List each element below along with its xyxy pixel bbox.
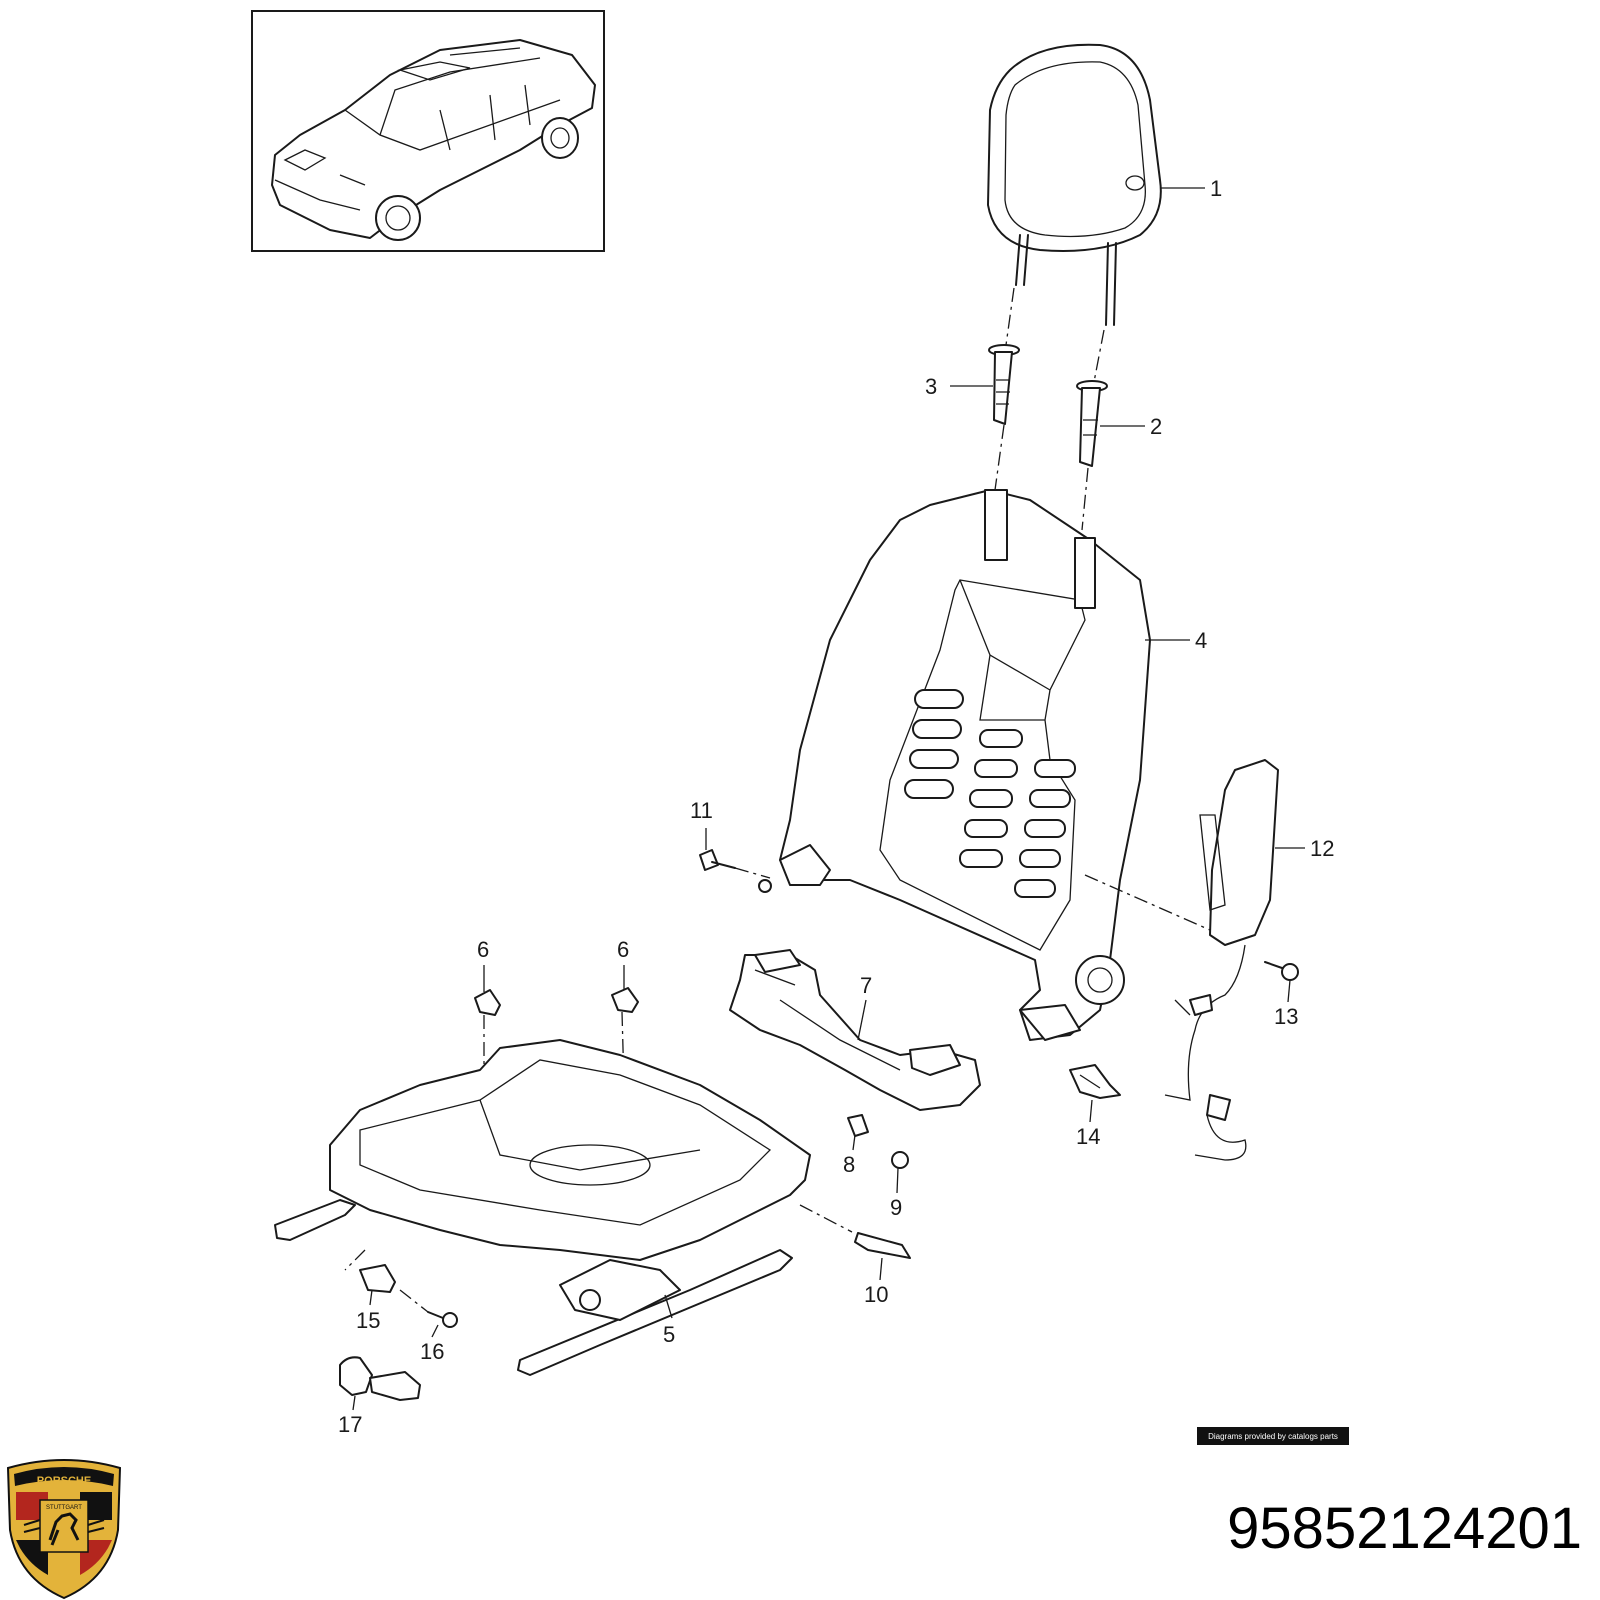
callout-9: 9 bbox=[890, 1195, 902, 1220]
bolt-11 bbox=[699, 849, 771, 879]
callout-4: 4 bbox=[1195, 628, 1207, 653]
callout-12: 12 bbox=[1310, 836, 1334, 861]
headrest-part bbox=[987, 43, 1162, 326]
callout-13: 13 bbox=[1274, 1004, 1298, 1029]
callout-11: 11 bbox=[690, 798, 713, 823]
callout-6-right: 6 bbox=[617, 937, 629, 962]
side-airbag-part bbox=[1084, 759, 1279, 1161]
porsche-crest-icon: PORSCHE STUTTGART bbox=[6, 1459, 122, 1600]
callout-6-left: 6 bbox=[477, 937, 489, 962]
callout-17: 17 bbox=[338, 1412, 362, 1437]
callout-1: 1 bbox=[1210, 176, 1222, 201]
callout-14: 14 bbox=[1076, 1124, 1100, 1149]
clip-15 bbox=[359, 1264, 396, 1293]
credit-text: Diagrams provided by catalogs parts bbox=[1208, 1432, 1338, 1441]
callout-5: 5 bbox=[663, 1322, 675, 1347]
bracket-8 bbox=[847, 1114, 869, 1137]
leader-lines bbox=[352, 187, 1305, 1411]
seat-frame-part bbox=[274, 1039, 811, 1376]
callout-labels: 1 2 3 4 5 6 6 7 8 9 10 11 12 13 14 15 16… bbox=[338, 176, 1334, 1437]
nut-9 bbox=[891, 1151, 909, 1169]
backrest-frame-part bbox=[758, 489, 1151, 1041]
callout-7: 7 bbox=[860, 973, 872, 998]
spring-slots bbox=[904, 689, 1076, 898]
guide-sleeve-part bbox=[988, 287, 1108, 531]
cover-14 bbox=[1069, 1064, 1121, 1099]
callout-15: 15 bbox=[356, 1308, 380, 1333]
screw-13 bbox=[1264, 961, 1299, 981]
crest-brand-text: PORSCHE bbox=[37, 1475, 91, 1487]
callout-2: 2 bbox=[1150, 414, 1162, 439]
callout-10: 10 bbox=[864, 1282, 888, 1307]
module-10 bbox=[799, 1204, 911, 1259]
connector-17 bbox=[339, 1356, 421, 1401]
callout-3: 3 bbox=[925, 374, 937, 399]
credit-badge: Diagrams provided by catalogs parts bbox=[1197, 1427, 1349, 1445]
crest-city-text: STUTTGART bbox=[46, 1505, 82, 1511]
vehicle-thumbnail-icon bbox=[251, 10, 605, 252]
callout-8: 8 bbox=[843, 1152, 855, 1177]
callout-16: 16 bbox=[420, 1339, 444, 1364]
part-number: 95852124201 bbox=[1227, 1496, 1582, 1561]
bracket-7 bbox=[729, 949, 981, 1111]
screw-16 bbox=[399, 1289, 458, 1328]
